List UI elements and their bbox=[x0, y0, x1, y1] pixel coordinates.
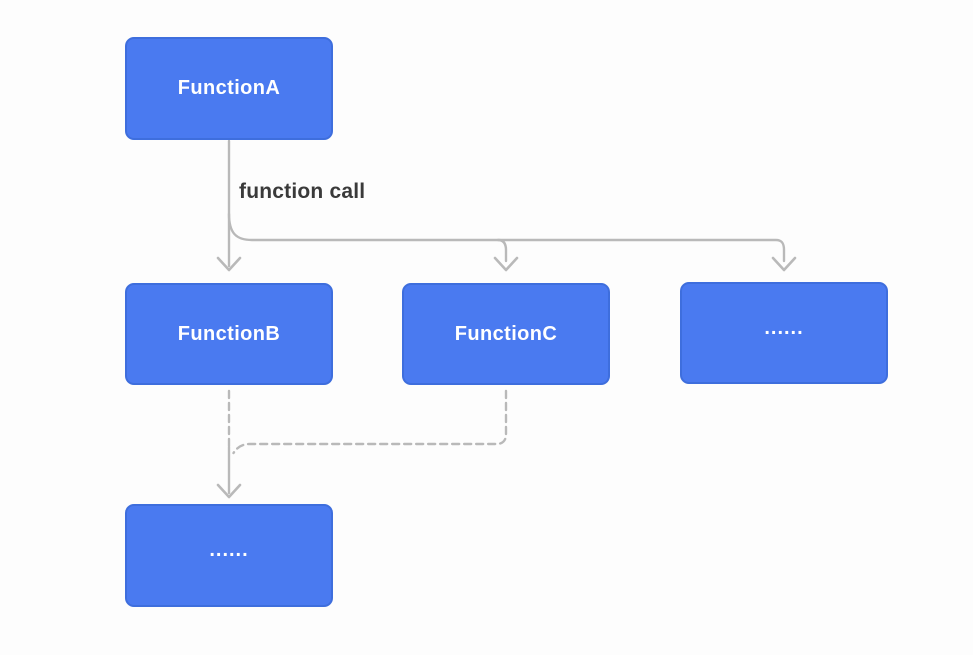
node-function-a-label: FunctionA bbox=[177, 77, 281, 99]
dashed-c-merge bbox=[232, 389, 508, 455]
node-ellipsis-bottom: ...... bbox=[125, 504, 333, 607]
node-function-c: FunctionC bbox=[402, 283, 610, 385]
node-ellipsis-bottom-label: ...... bbox=[209, 539, 249, 561]
node-ellipsis-mid-label: ...... bbox=[764, 316, 804, 339]
arrowhead-to-b-icon bbox=[216, 256, 242, 272]
arrowhead-to-bottom-ellipsis-icon bbox=[216, 483, 242, 499]
connector-drop-to-c bbox=[496, 238, 508, 263]
connector-branch-rail bbox=[227, 212, 786, 263]
node-function-b: FunctionB bbox=[125, 283, 333, 385]
node-function-c-label: FunctionC bbox=[454, 322, 558, 345]
arrowhead-to-mid-ellipsis-icon bbox=[771, 256, 797, 272]
node-function-a: FunctionA bbox=[125, 37, 333, 140]
arrowhead-to-c-icon bbox=[493, 256, 519, 272]
edge-label-function-call: function call bbox=[239, 180, 366, 203]
node-ellipsis-mid: ...... bbox=[680, 282, 888, 384]
node-function-b-label: FunctionB bbox=[177, 322, 281, 345]
